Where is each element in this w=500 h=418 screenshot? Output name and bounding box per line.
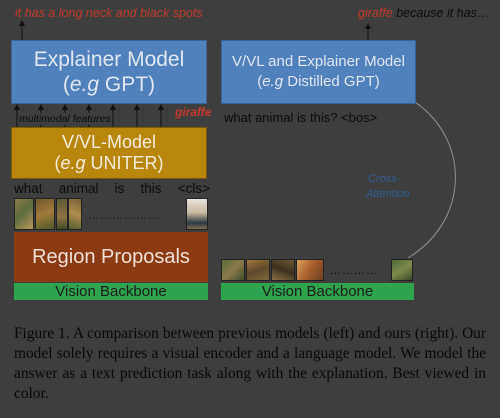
right-model-title: V/VL and Explainer Model [232, 53, 405, 70]
ellipsis-dots: ……………… [88, 210, 160, 222]
left-question-tokens: what animal is this <cls> [14, 181, 210, 196]
region-proposals-box: Region Proposals [14, 232, 208, 282]
patch-image-thumbnail [221, 259, 245, 281]
explainer-model-subtitle: (e.g GPT) [62, 73, 156, 96]
token: animal [58, 181, 99, 196]
patch-image-thumbnail [246, 259, 270, 281]
region-image-thumbnail [56, 198, 68, 230]
vvl-model-title: V/VL-Model [61, 132, 157, 152]
right-model-box: V/VL and Explainer Model (e.g Distilled … [221, 40, 416, 104]
vision-backbone-right: Vision Backbone [221, 283, 414, 300]
right-output-continuation: because it has… [392, 6, 490, 20]
patch-image-thumbnail [391, 259, 413, 281]
patch-image-thumbnail [271, 259, 295, 281]
region-image-thumbnail [35, 198, 55, 230]
vision-backbone-left: Vision Backbone [14, 283, 208, 300]
right-question-text: what animal is this? <bos> [224, 110, 378, 125]
giraffe-label: giraffe [175, 105, 212, 119]
explainer-model-title: Explainer Model [33, 48, 185, 71]
token: <cls> [177, 181, 210, 196]
ellipsis-dots-right: ………… [330, 265, 378, 277]
figure-caption: Figure 1. A comparison between previous … [14, 325, 486, 402]
person-image-thumbnail [186, 198, 208, 230]
right-output-answer: giraffe [358, 6, 393, 20]
vvl-model-box: V/VL-Model (e.g UNITER) [11, 127, 207, 179]
multimodal-features-label: multimodal features [18, 113, 112, 125]
left-output-text: it has a long neck and black spots [15, 6, 203, 20]
region-image-thumbnail [68, 198, 82, 230]
region-image-thumbnail [14, 198, 34, 230]
token: this [140, 181, 162, 196]
token: what [14, 181, 43, 196]
cross-attention-curve [407, 101, 456, 259]
explainer-model-box: Explainer Model (e.g GPT) [11, 40, 207, 104]
token: is [114, 181, 125, 196]
vvl-model-subtitle: (e.g UNITER) [54, 153, 164, 173]
right-model-subtitle: (e.g Distilled GPT) [257, 73, 380, 90]
right-output-text: giraffe because it has… [358, 6, 489, 20]
cross-attention-label: Cross- Attention [366, 173, 410, 200]
patch-image-thumbnail [296, 259, 324, 281]
